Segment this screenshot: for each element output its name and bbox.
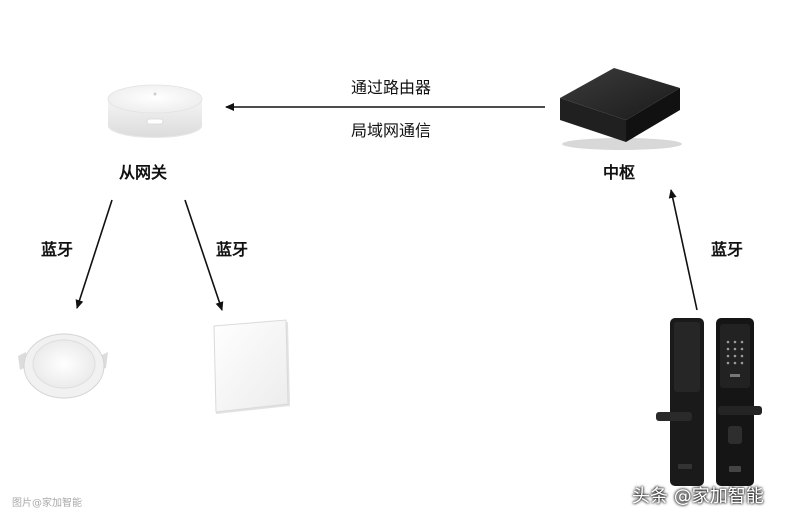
bluetooth-label-middle: 蓝牙	[216, 240, 249, 259]
sub-gateway-device	[107, 84, 203, 138]
downlight-device	[18, 333, 108, 399]
bluetooth-label-right: 蓝牙	[711, 240, 744, 259]
lan-comm-label: 局域网通信	[351, 121, 432, 140]
brand-watermark: 头条 @家加智能	[632, 486, 764, 507]
sub-gateway-label: 从网关	[119, 163, 168, 182]
arrow-gateway-to-switch	[184, 199, 224, 311]
arrow-lock-to-hub	[668, 189, 698, 311]
bluetooth-label-left: 蓝牙	[41, 240, 74, 259]
hub-label: 中枢	[603, 163, 636, 182]
hub-device	[560, 68, 682, 150]
small-watermark: 图片@家加智能	[12, 498, 82, 509]
wall-switch-device	[213, 319, 290, 414]
arrow-gateway-to-light	[75, 199, 113, 309]
smart-lock-device	[656, 318, 762, 486]
via-router-label: 通过路由器	[351, 78, 432, 97]
